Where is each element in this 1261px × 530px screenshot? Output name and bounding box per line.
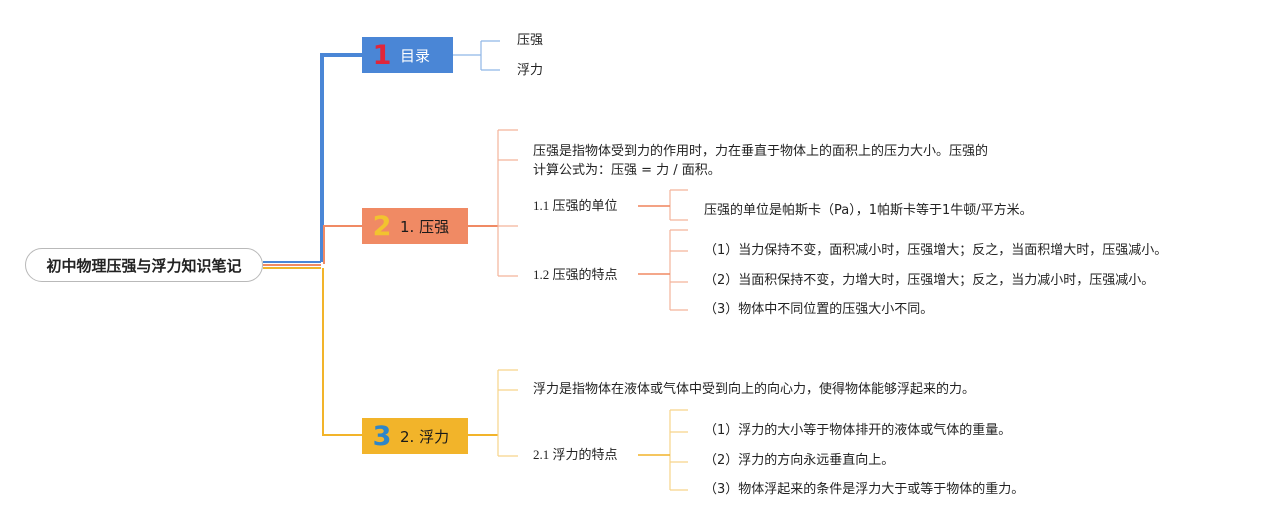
- connector-sub12: [669, 229, 688, 311]
- pressure-feature-2[interactable]: （2）当面积保持不变，力增大时，压强增大；反之，当力减小时，压强减小。: [704, 273, 1155, 288]
- pressure-feature-1[interactable]: （1）当力保持不变，面积减小时，压强增大；反之，当面积增大时，压强减小。: [704, 243, 1168, 258]
- branch-number-1: 1: [372, 39, 392, 71]
- buoyancy-features-node[interactable]: 2.1 浮力的特点: [533, 447, 618, 462]
- connector-trunk-branch3: [322, 268, 362, 436]
- connector-trunk-branch2: [323, 225, 362, 264]
- buoyancy-feature-2[interactable]: （2）浮力的方向永远垂直向上。: [704, 453, 895, 468]
- branch-label-buoyancy: 2. 浮力: [400, 427, 450, 446]
- connector-branch2-children: [497, 129, 518, 277]
- branch-label-contents: 目录: [400, 46, 431, 65]
- root-node[interactable]: 初中物理压强与浮力知识笔记: [25, 248, 263, 282]
- pressure-unit-detail[interactable]: 压强的单位是帕斯卡（Pa），1帕斯卡等于1牛顿/平方米。: [704, 203, 1033, 218]
- connector-sub21: [669, 409, 688, 491]
- connector-branch1-items: [453, 40, 500, 71]
- pressure-unit-node[interactable]: 1.1 压强的单位: [533, 198, 618, 213]
- pressure-feature-3[interactable]: （3）物体中不同位置的压强大小不同。: [704, 302, 934, 317]
- branch-node-pressure[interactable]: 2 1. 压强: [362, 208, 468, 244]
- branch-node-buoyancy[interactable]: 3 2. 浮力: [362, 418, 468, 454]
- contents-item-buoyancy[interactable]: 浮力: [517, 63, 544, 78]
- connector-branch3-children: [497, 369, 518, 457]
- root-title: 初中物理压强与浮力知识笔记: [46, 256, 242, 275]
- pressure-definition-line2[interactable]: 计算公式为：压强 = 力 / 面积。: [533, 163, 721, 178]
- pressure-features-node[interactable]: 1.2 压强的特点: [533, 267, 618, 282]
- branch-number-2: 2: [372, 210, 392, 242]
- buoyancy-definition[interactable]: 浮力是指物体在液体或气体中受到向上的向心力，使得物体能够浮起来的力。: [533, 382, 976, 397]
- contents-item-pressure[interactable]: 压强: [517, 33, 544, 48]
- branch-label-pressure: 1. 压强: [400, 217, 450, 236]
- buoyancy-feature-3[interactable]: （3）物体浮起来的条件是浮力大于或等于物体的重力。: [704, 482, 1025, 497]
- pressure-definition-line1[interactable]: 压强是指物体受到力的作用时，力在垂直于物体上的面积上的压力大小。压强的: [533, 144, 989, 159]
- connector-trunk-branch1: [320, 53, 362, 262]
- connector-sub11: [638, 189, 688, 221]
- buoyancy-feature-1[interactable]: （1）浮力的大小等于物体排开的液体或气体的重量。: [704, 423, 1012, 438]
- branch-number-3: 3: [372, 420, 392, 452]
- branch-node-contents[interactable]: 1 目录: [362, 37, 453, 73]
